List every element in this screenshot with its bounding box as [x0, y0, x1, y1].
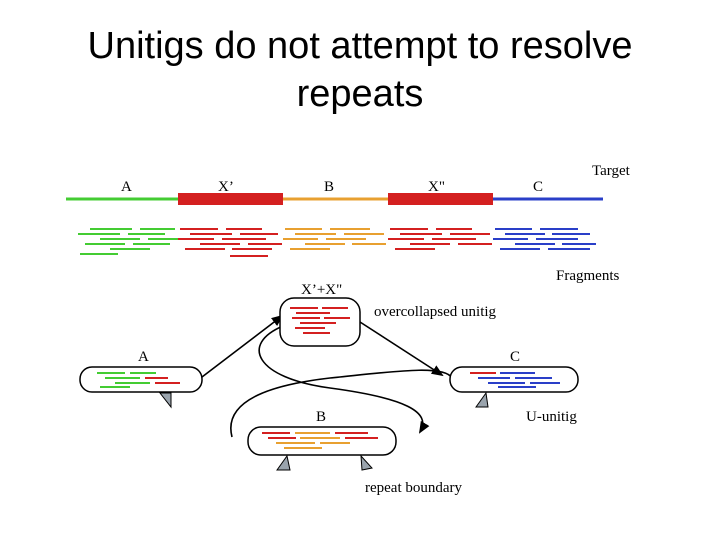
slide-title: Unitigs do not attempt to resolve repeat…	[40, 22, 680, 118]
boundary-marker-b-left	[276, 454, 291, 471]
fragments: Fragments	[78, 228, 619, 284]
segment-c-label: C	[533, 179, 543, 195]
link-x-to-b	[258, 325, 430, 434]
title-line-2: repeats	[296, 73, 424, 115]
u-unitig-label: U-unitig	[526, 409, 577, 425]
fragments-orange	[283, 228, 386, 250]
unitig-b-box	[247, 426, 397, 456]
unitig-a-box	[79, 366, 203, 393]
arrows	[201, 314, 444, 378]
fragments-blue	[493, 228, 596, 250]
unitig-b-label: B	[316, 409, 326, 425]
unitig-b: B	[247, 409, 397, 471]
arrow-x-to-c	[359, 321, 444, 377]
target-genome: A X’ B X" C Target	[66, 163, 631, 205]
target-label: Target	[592, 163, 631, 179]
unitig-c-box	[449, 366, 579, 393]
boundary-marker-a	[158, 392, 172, 409]
repeat-boundary-label: repeat boundary	[365, 480, 463, 496]
arrow-a-to-x	[201, 314, 284, 378]
boundary-marker-c	[475, 391, 489, 408]
unitig-c-label: C	[510, 349, 520, 365]
unitig-overcollapsed: X’+X" overcollapsed unitig	[279, 282, 497, 347]
segment-x1-label: X’	[218, 179, 234, 195]
fragments-green	[78, 228, 178, 255]
fragments-red-1	[178, 228, 282, 257]
segment-a-label: A	[121, 179, 132, 195]
unitig-c: C U-unitig	[449, 349, 579, 425]
boundary-marker-b-right	[360, 454, 373, 471]
unitig-x-label: X’+X"	[301, 282, 342, 298]
unitig-a: A	[79, 349, 203, 409]
fragments-red-2	[388, 228, 492, 250]
unitig-a-label: A	[138, 349, 149, 365]
overcollapsed-label: overcollapsed unitig	[374, 304, 497, 320]
title-line-1: Unitigs do not attempt to resolve	[87, 25, 633, 67]
segment-x2-label: X"	[428, 179, 445, 195]
fragments-label: Fragments	[556, 268, 619, 284]
segment-b-label: B	[324, 179, 334, 195]
segment-x1-bar	[178, 193, 283, 205]
segment-x2-bar	[388, 193, 493, 205]
